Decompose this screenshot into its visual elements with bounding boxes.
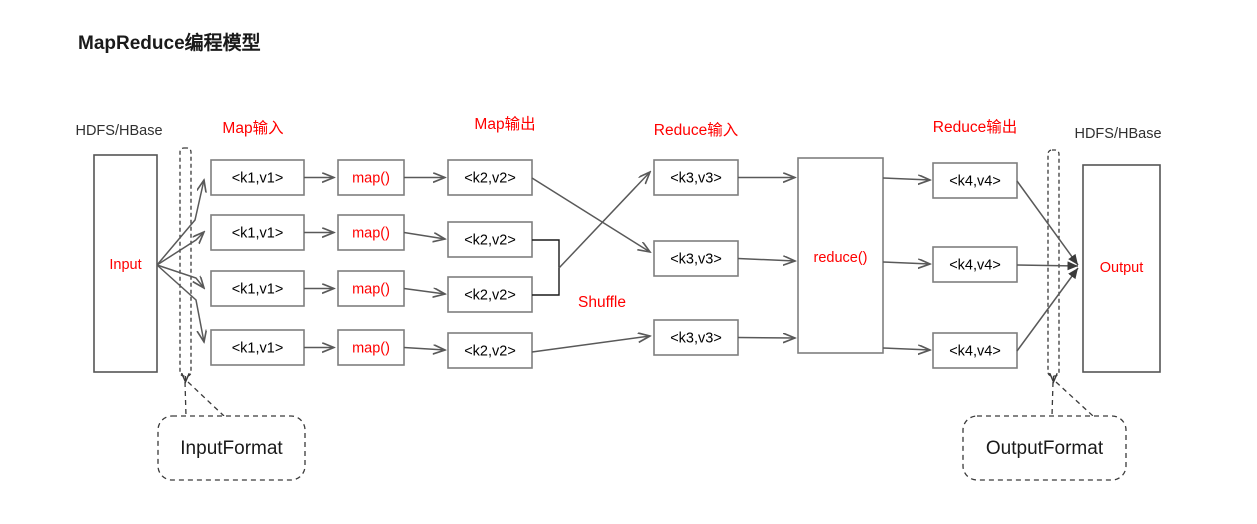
storage-label-left: HDFS/HBase — [75, 123, 162, 139]
reduce-input-record-2[interactable]: <k3,v3> — [653, 319, 739, 356]
map-input-record-label: <k1,v1> — [232, 225, 284, 241]
mapper-3[interactable]: map() — [337, 329, 405, 366]
input-storage-box[interactable] — [93, 154, 158, 373]
map-input-to-mapper-lines — [304, 178, 334, 348]
stage-label-map-output: Map输出 — [474, 115, 535, 133]
map-input-record-0[interactable]: <k1,v1> — [210, 159, 305, 196]
reduce-output-record-1[interactable]: <k4,v4> — [932, 246, 1018, 283]
input-fanout-lines — [156, 180, 204, 342]
input-format-callout[interactable]: InputFormat — [157, 381, 306, 481]
output-format-callout-label: OutputFormat — [986, 438, 1104, 459]
output-storage-label: Output — [1100, 260, 1144, 276]
input-format-callout-label: InputFormat — [180, 438, 283, 459]
mapper-1[interactable]: map() — [337, 214, 405, 251]
map-input-record-label: <k1,v1> — [232, 170, 284, 186]
reducer-to-reduce-output-lines — [882, 178, 930, 350]
reduce-output-record-label: <k4,v4> — [949, 257, 1001, 273]
reduce-output-record-0[interactable]: <k4,v4> — [932, 162, 1018, 199]
input-format-strip[interactable] — [179, 147, 192, 377]
shuffle-merge-bracket — [532, 239, 560, 296]
map-output-record-2[interactable]: <k2,v2> — [447, 276, 533, 313]
map-output-record-label: <k2,v2> — [464, 170, 516, 186]
mapper-label: map() — [352, 340, 390, 356]
map-output-record-label: <k2,v2> — [464, 287, 516, 303]
reducer-label: reduce() — [814, 250, 868, 266]
storage-label-right: HDFS/HBase — [1074, 126, 1161, 142]
map-input-record-label: <k1,v1> — [232, 340, 284, 356]
reduce-input-record-label: <k3,v3> — [670, 330, 722, 346]
input-storage-label: Input — [109, 257, 141, 273]
stage-label-shuffle: Shuffle — [578, 294, 626, 311]
mapper-2[interactable]: map() — [337, 270, 405, 307]
mapper-label: map() — [352, 225, 390, 241]
reduce-input-record-label: <k3,v3> — [670, 251, 722, 267]
stage-label-reduce-output: Reduce输出 — [933, 118, 1017, 136]
map-output-record-0[interactable]: <k2,v2> — [447, 159, 533, 196]
reduce-output-record-label: <k4,v4> — [949, 173, 1001, 189]
mapper-to-map-output-lines — [403, 178, 445, 351]
mapper-label: map() — [352, 170, 390, 186]
map-input-record-2[interactable]: <k1,v1> — [210, 270, 305, 307]
stage-label-map-input: Map输入 — [222, 119, 283, 137]
output-fanin-lines — [1016, 180, 1079, 352]
reducer[interactable]: reduce() — [797, 157, 884, 354]
map-output-record-3[interactable]: <k2,v2> — [447, 332, 533, 369]
reduce-output-record-2[interactable]: <k4,v4> — [932, 332, 1018, 369]
page-title: MapReduce编程模型 — [78, 33, 261, 54]
output-storage-box[interactable] — [1082, 164, 1161, 373]
reduce-input-record-0[interactable]: <k3,v3> — [653, 159, 739, 196]
map-output-record-label: <k2,v2> — [464, 232, 516, 248]
map-input-record-1[interactable]: <k1,v1> — [210, 214, 305, 251]
reduce-input-record-label: <k3,v3> — [670, 170, 722, 186]
reduce-input-record-1[interactable]: <k3,v3> — [653, 240, 739, 277]
output-format-strip[interactable] — [1047, 149, 1060, 377]
reduce-input-to-reducer-lines — [737, 178, 795, 339]
output-format-callout[interactable]: OutputFormat — [962, 381, 1127, 481]
mapper-label: map() — [352, 281, 390, 297]
map-output-record-1[interactable]: <k2,v2> — [447, 221, 533, 258]
reduce-output-record-label: <k4,v4> — [949, 343, 1001, 359]
stage-label-reduce-input: Reduce输入 — [654, 121, 738, 139]
map-input-record-label: <k1,v1> — [232, 281, 284, 297]
map-input-record-3[interactable]: <k1,v1> — [210, 329, 305, 366]
mapper-0[interactable]: map() — [337, 159, 405, 196]
shuffle-crossing-lines — [531, 172, 650, 353]
map-output-record-label: <k2,v2> — [464, 343, 516, 359]
